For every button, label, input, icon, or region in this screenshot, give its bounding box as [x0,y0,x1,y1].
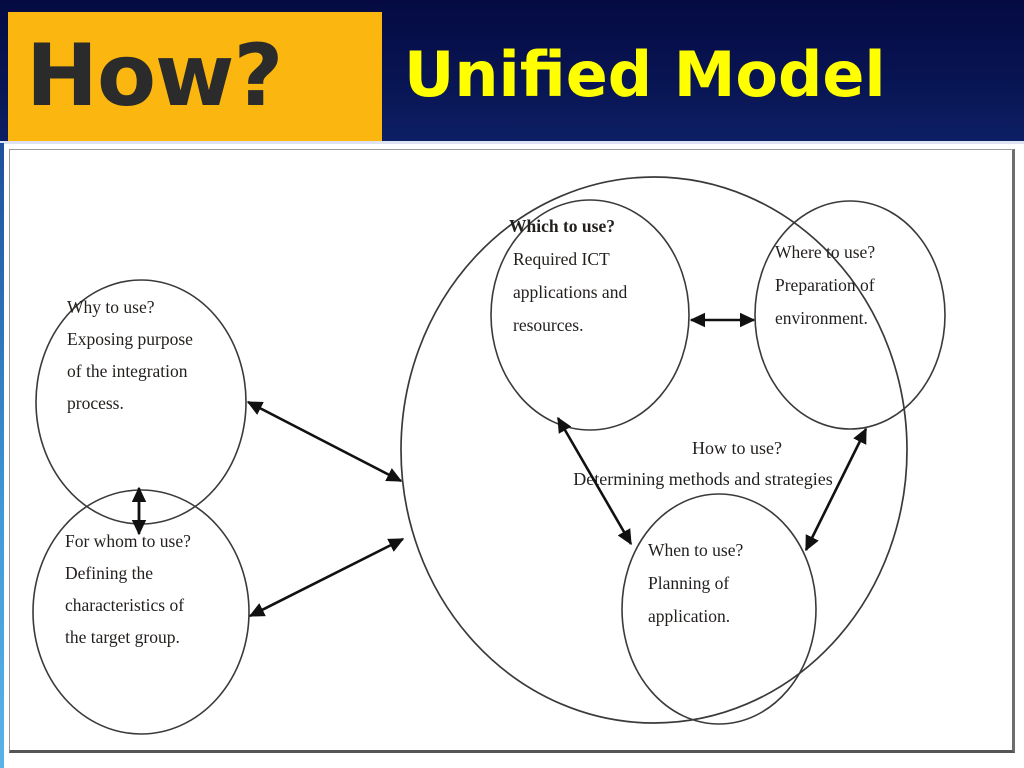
node-for-whom-line-1: Defining the [65,563,153,583]
arrow-which-to-when [556,416,633,546]
node-when-line-2: application. [648,606,730,626]
node-where-line-0: Where to use? [775,242,875,262]
arrow-why-to-how-group [246,400,403,483]
node-why-line-3: process. [67,393,124,413]
node-where-line-2: environment. [775,308,868,328]
header-underline [0,141,1024,144]
left-accent-rail [0,143,4,768]
node-ellipse-when [621,493,817,725]
center-label-line-1: Determining methods and strategies [573,469,832,489]
node-why-line-1: Exposing purpose [67,329,193,349]
node-which-line-1: Required ICT [513,249,610,269]
node-when-line-0: When to use? [648,540,743,560]
node-for-whom-line-3: the target group. [65,627,180,647]
node-which-line-2: applications and [513,282,627,302]
node-why-line-0: Why to use? [67,297,155,317]
center-label-line-0: How to use? [692,438,782,458]
how-badge-box [8,12,382,142]
unified-model-diagram: Why to use? Exposing purpose of the inte… [32,176,946,735]
arrow-when-to-where [804,427,868,552]
node-when-line-1: Planning of [648,573,729,593]
arrow-for-whom-to-how-group [248,537,405,618]
diagram-frame: Why to use? Exposing purpose of the inte… [9,149,1015,753]
node-why-line-2: of the integration [67,361,188,381]
how-badge-label: How? [26,26,283,126]
slide-header: How? Unified Model [0,0,1024,144]
node-for-whom-line-0: For whom to use? [65,531,191,551]
node-for-whom-line-2: characteristics of [65,595,184,615]
node-which-line-0: Which to use? [509,216,615,236]
node-which-line-3: resources. [513,315,583,335]
node-where-line-1: Preparation of [775,275,875,295]
page-title: Unified Model [404,38,886,111]
